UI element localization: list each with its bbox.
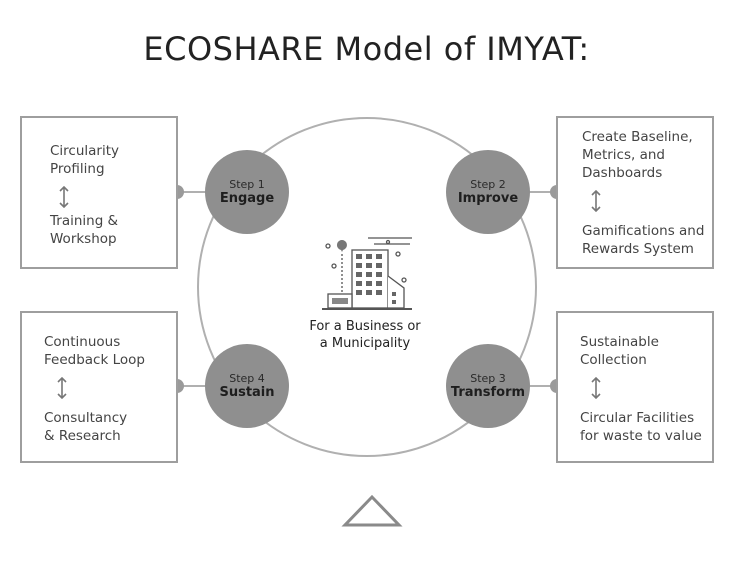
step-label: Engage	[219, 191, 275, 206]
box-improve: Create Baseline, Metrics, and Dashboards…	[556, 116, 714, 269]
box-text-bottom: Gamifications and Rewards System	[582, 223, 705, 257]
step-number: Step 2	[470, 178, 506, 191]
step-engage: Step 1 Engage	[205, 150, 289, 234]
step-transform: Step 3 Transform	[446, 344, 530, 428]
center-label: For a Business or a Municipality	[309, 319, 421, 351]
step-label: Sustain	[219, 385, 275, 400]
box-text-top: Create Baseline, Metrics, and Dashboards	[582, 129, 693, 181]
double-arrow-icon	[57, 377, 67, 399]
step-improve: Step 2 Improve	[446, 150, 530, 234]
step-label: Transform	[450, 385, 526, 400]
step-label: Improve	[457, 191, 519, 206]
double-arrow-icon	[591, 377, 601, 399]
box-text-bottom: Training & Workshop	[50, 213, 119, 247]
building-icon	[322, 237, 412, 310]
step-sustain: Step 4 Sustain	[205, 344, 289, 428]
box-text-bottom: Consultancy & Research	[44, 410, 128, 444]
box-text-top: Sustainable Collection	[580, 334, 659, 368]
box-text-bottom: Circular Facilities for waste to value	[580, 410, 702, 444]
box-text-top: Circularity Profiling	[50, 143, 120, 177]
box-sustain: Continuous Feedback Loop Consultancy & R…	[20, 311, 178, 463]
cycle-ring	[197, 117, 537, 457]
step-number: Step 4	[229, 372, 265, 385]
box-engage: Circularity Profiling Training & Worksho…	[20, 116, 178, 269]
step-number: Step 1	[229, 178, 265, 191]
double-arrow-icon	[591, 190, 601, 212]
box-text-top: Continuous Feedback Loop	[44, 334, 145, 368]
page-title: ECOSHARE Model of IMYAT:	[143, 30, 590, 68]
step-number: Step 3	[470, 372, 506, 385]
double-arrow-icon	[59, 186, 69, 208]
triangle-icon	[341, 494, 403, 527]
box-transform: Sustainable Collection Circular Faciliti…	[556, 311, 714, 463]
